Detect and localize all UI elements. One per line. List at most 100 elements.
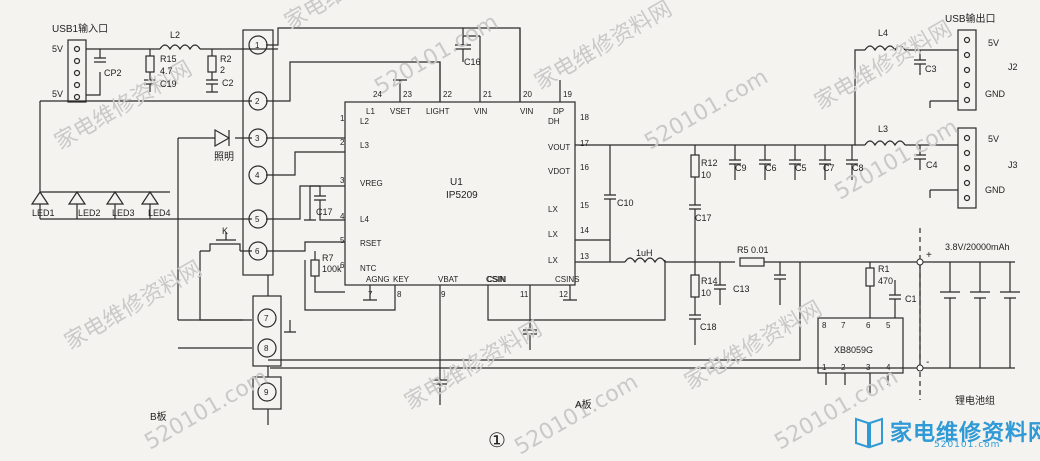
ic-pin-number: 4: [340, 212, 345, 221]
r1-value: 470: [878, 276, 893, 286]
xb-pin-number: 3: [866, 363, 871, 372]
watermark-url: 520101.com: [141, 365, 273, 456]
connector-pin-number: 3: [255, 134, 260, 143]
j3-gnd: GND: [985, 185, 1006, 195]
connector-pin-number: 8: [264, 344, 269, 353]
r12-label: R12: [701, 158, 718, 168]
c5-label: C5: [795, 163, 807, 173]
l3-label: L3: [878, 124, 888, 134]
r12-value: 10: [701, 170, 711, 180]
board-b-label: B板: [150, 410, 167, 423]
ic-pin-number: 12: [559, 290, 568, 299]
ic-pin-number: 20: [523, 90, 532, 99]
r7-label: R7: [322, 253, 334, 263]
watermark-url: 520101.com: [511, 370, 643, 461]
j2-label: J2: [1008, 62, 1018, 72]
l2-label: L2: [170, 30, 180, 40]
book-icon: [855, 417, 883, 449]
connector-pin-number: 2: [255, 97, 260, 106]
ic-pin-label: VBAT: [438, 275, 458, 284]
watermark-text: 家电维修资料网: [281, 0, 427, 35]
c6-label: C6: [765, 163, 777, 173]
figure-number: ①: [488, 430, 506, 452]
usb-out-title: USB输出口: [945, 12, 996, 25]
c2-label: C2: [222, 78, 234, 88]
r14-label: R14: [701, 276, 718, 286]
battery-plus: +: [926, 250, 932, 261]
ic-pin-number: 13: [580, 252, 589, 261]
c1-label: C1: [905, 294, 917, 304]
j2-gnd: GND: [985, 89, 1006, 99]
connector-pin-number: 9: [264, 388, 269, 397]
ic-pin-number: 5: [340, 236, 345, 245]
c18-label: C18: [700, 322, 717, 332]
ic-pin-number: 22: [443, 90, 452, 99]
key-label: K: [222, 226, 228, 236]
c10-label: C10: [617, 198, 634, 208]
battery-spec: 3.8V/20000mAh: [945, 242, 1010, 252]
battery-label: 锂电池组: [955, 394, 995, 407]
watermark-url: 520101.com: [641, 65, 773, 156]
xb-pin-number: 2: [841, 363, 846, 372]
ic-pin-number: 15: [580, 201, 589, 210]
ic-pin-number: 16: [580, 163, 589, 172]
ic-pin-label: LX: [548, 205, 558, 214]
r14-value: 10: [701, 288, 711, 298]
ic-pin-label: VOUT: [548, 143, 570, 152]
c7-label: C7: [823, 163, 835, 173]
r15-label: R15: [160, 54, 177, 64]
ic-pin-label: AGNG: [366, 275, 390, 284]
watermark-text: 家电维修资料网: [531, 0, 677, 95]
usb-in-pin-5v-top: 5V: [52, 44, 63, 54]
ic-pin-label: CSINS: [555, 275, 579, 284]
c19-label: C19: [160, 79, 177, 89]
logo-text: 家电维修资料网: [890, 421, 1040, 446]
xb-pin-number: 7: [841, 321, 846, 330]
ic-pin-label: VIN: [520, 107, 534, 116]
ic-pin-label: DP: [553, 107, 564, 116]
ic-pin-number: 24: [373, 90, 382, 99]
ic-pin-number: 23: [403, 90, 412, 99]
ic-pin-number: 6: [340, 261, 345, 270]
r7-value: 100k: [322, 264, 342, 274]
ic-pin-label: LX: [548, 256, 558, 265]
cp2-label: CP2: [104, 68, 122, 78]
battery-minus: -: [926, 357, 929, 368]
j2-5v: 5V: [988, 38, 999, 48]
watermark-text: 家电维修资料网: [61, 257, 207, 356]
ic-pin-number: 14: [580, 226, 589, 235]
watermark-text: 家电维修资料网: [401, 317, 547, 416]
c9-label: C9: [735, 163, 747, 173]
ic-pin-label: L3: [360, 141, 369, 150]
ic-pin-label: VIN: [474, 107, 488, 116]
r2-label: R2: [220, 54, 232, 64]
c17-left-label: C17: [316, 207, 333, 217]
c3-label: C3: [925, 64, 937, 74]
ic-pin-label: LIGHT: [426, 107, 450, 116]
j3-5v: 5V: [988, 134, 999, 144]
r15-value: 4.7: [160, 66, 173, 76]
led3-label: LED3: [112, 208, 135, 218]
ic-pin-label: VDOT: [548, 167, 570, 176]
ic-pin-label: LX: [548, 230, 558, 239]
ic-pin-label: VREG: [360, 179, 383, 188]
ic-pin-number: 17: [580, 139, 589, 148]
c16-label: C16: [464, 57, 481, 67]
xb-pin-number: 4: [886, 363, 891, 372]
ic-pin-number: 21: [483, 90, 492, 99]
usb-in-title: USB1输入口: [52, 22, 108, 35]
c4-label: C4: [926, 160, 938, 170]
ic-pin-label: L4: [360, 215, 369, 224]
c13-label: C13: [733, 284, 750, 294]
ic-pin-label: KEY: [393, 275, 410, 284]
ic-pin-label: L1: [366, 107, 375, 116]
connector-pin-number: 5: [255, 215, 260, 224]
ic-pin-label: RSET: [360, 239, 381, 248]
r2-value: 2: [220, 65, 225, 75]
watermark-text: 家电维修资料网: [51, 57, 197, 156]
ic-pin-label: L2: [360, 117, 369, 126]
xb-pin-number: 1: [822, 363, 827, 372]
r1-label: R1: [878, 264, 890, 274]
ic-model: IP5209: [446, 190, 478, 201]
